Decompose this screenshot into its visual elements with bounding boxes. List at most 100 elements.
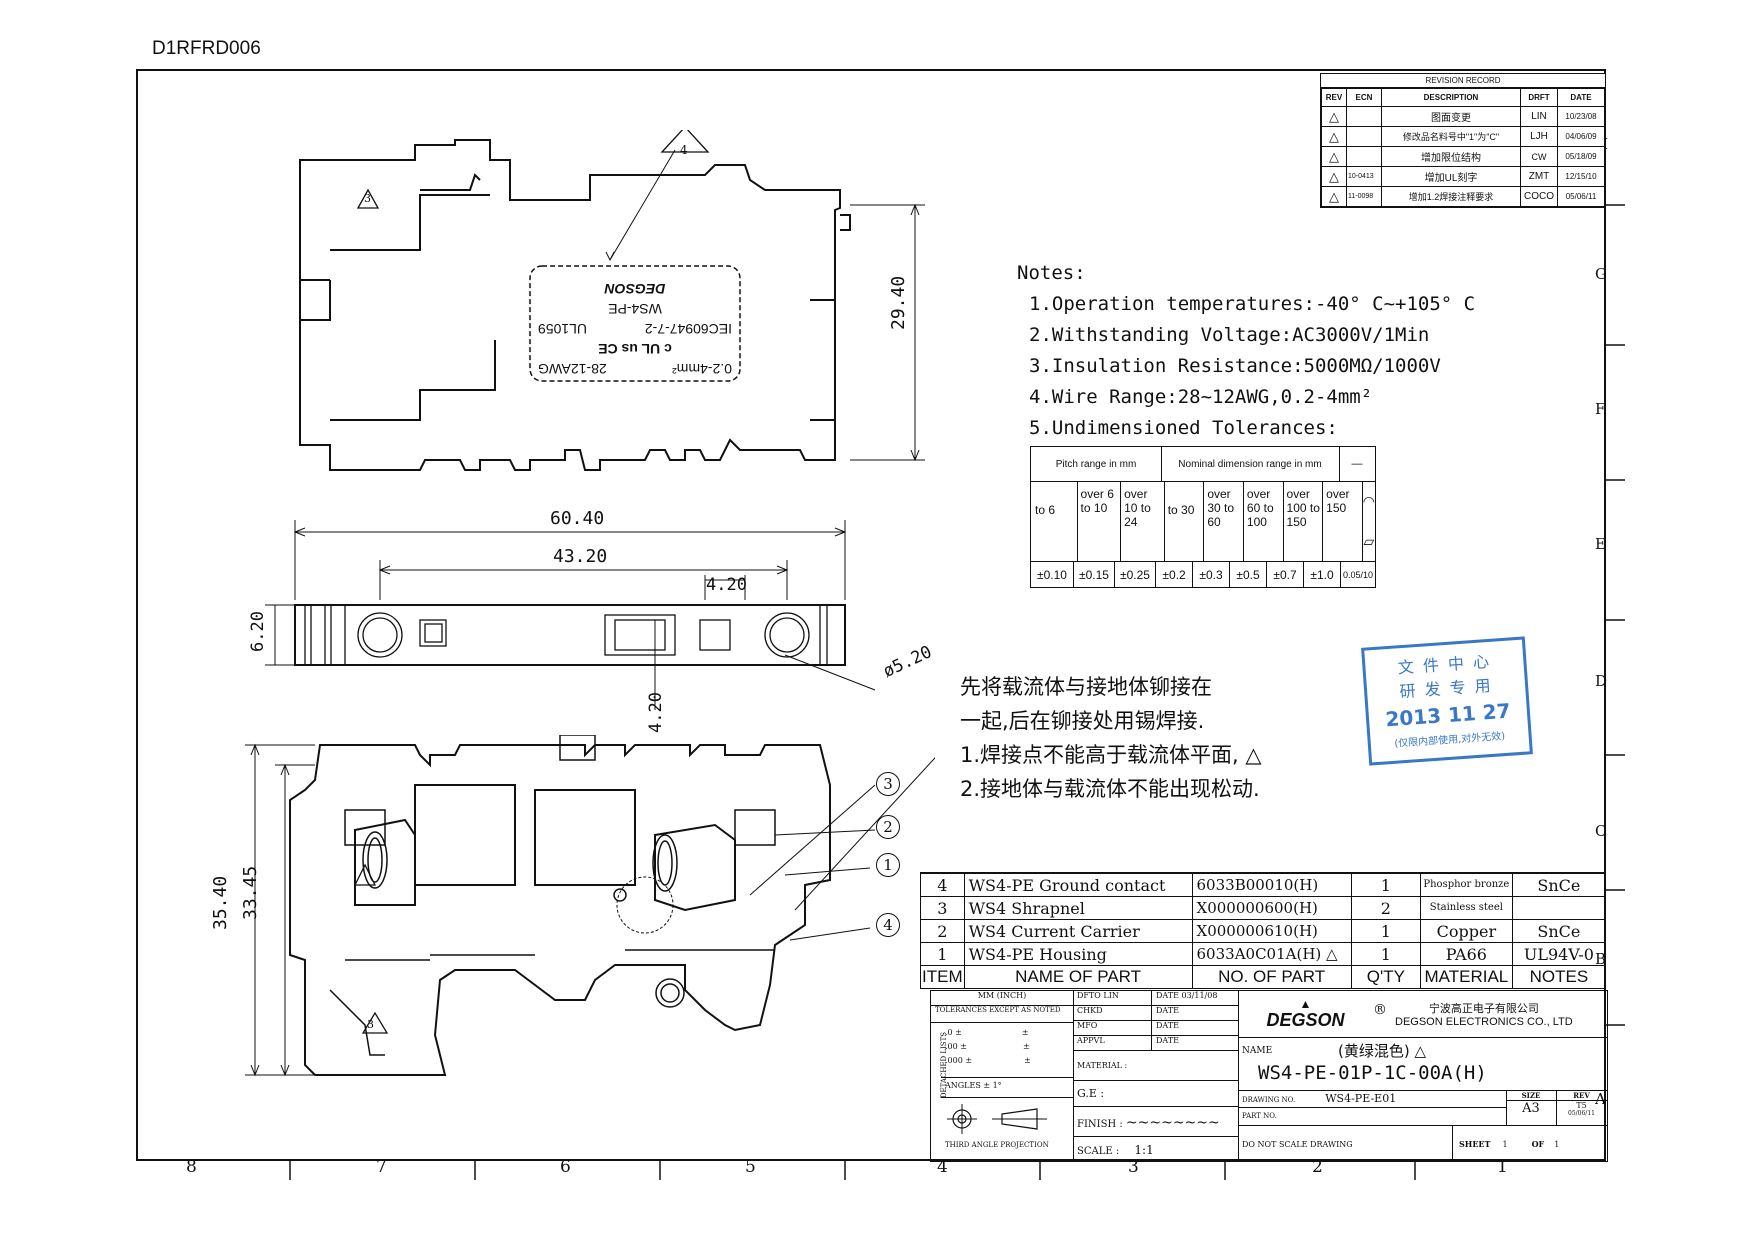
- revision-row: △ 图面变更 LIN 10/23/08: [1321, 106, 1605, 127]
- material-header: MATERIAL: [1419, 965, 1513, 989]
- revision-title: REVISION RECORD: [1321, 74, 1605, 88]
- tolerance-values: ±0.10 ±0.15 ±0.25 ±0.2 ±0.3 ±0.5 ±0.7 ±1…: [1031, 561, 1375, 588]
- top-view-drawing: [299, 130, 925, 471]
- tol-row: .0 ±±: [945, 1028, 1029, 1037]
- document-code: D1RFRD006: [152, 38, 261, 59]
- zone-number: 7: [376, 1157, 387, 1177]
- mm-inch-label: MM (INCH): [931, 991, 1073, 1006]
- rev-triangle-icon: △: [1329, 128, 1339, 144]
- label-standard: IEC60947-7-2: [644, 321, 732, 337]
- bom-row: 3 WS4 Shrapnel X000000600(H) 2 Stainless…: [920, 896, 1607, 920]
- dimension-overall-height: 35.40: [210, 875, 231, 930]
- rev-triangle-icon: △: [1329, 168, 1339, 184]
- label-wire-awg: 28-12AWG: [538, 361, 607, 377]
- projection-symbol-icon: [947, 1104, 1047, 1134]
- label-ul: UL1059: [538, 321, 588, 337]
- qty-header: Q'TY: [1350, 965, 1421, 989]
- zone-number: 5: [745, 1157, 756, 1177]
- drft-header: DRFT: [1520, 88, 1558, 107]
- of-label: OF: [1531, 1139, 1545, 1149]
- material-label: MATERIAL :: [1073, 1051, 1238, 1081]
- appvl-label: APPVL: [1073, 1036, 1152, 1050]
- dimension-pitch: 4.20: [706, 575, 747, 595]
- sheet-label: SHEET: [1459, 1139, 1491, 1149]
- item-header: ITEM: [920, 965, 965, 989]
- balloon-triangle-3: 3: [367, 1018, 374, 1031]
- zone-number: 1: [1497, 1157, 1508, 1177]
- arc-symbol-icon: ◠: [1362, 492, 1375, 509]
- notes-block: Notes: 1.Operation temperatures:-40° C~+…: [1017, 258, 1475, 444]
- signature-scribble: ~~~~~~~~: [1125, 1115, 1220, 1131]
- tolerance-ranges: to 6 over 6 to 10 over 10 to 24 to 30 ov…: [1031, 481, 1375, 561]
- of-value: 1: [1554, 1139, 1560, 1149]
- assembly-note: 先将载流体与接地体铆接在: [960, 675, 1212, 699]
- zone-letter: C: [1595, 822, 1607, 840]
- zone-number: 3: [1128, 1157, 1139, 1177]
- rev-triangle-icon: △: [1329, 148, 1339, 164]
- name-header: NAME OF PART: [963, 965, 1193, 989]
- angles-label: ANGLES ± 1°: [945, 1081, 1002, 1090]
- balloon-2: 2: [876, 815, 900, 839]
- rev-triangle-icon: △: [1326, 945, 1338, 963]
- drawing-no-value: WS4-PE-E01: [1325, 1092, 1397, 1105]
- note-item: 3.Insulation Resistance:5000MΩ/1000V: [1029, 355, 1441, 377]
- zone-letter: F: [1595, 400, 1606, 418]
- part-no-header: NO. OF PART: [1191, 965, 1352, 989]
- brand-logo: ▲ DEGSON: [1238, 998, 1373, 1031]
- parallelogram-symbol-icon: ▱: [1363, 532, 1375, 549]
- assembly-note: 1.焊接点不能高于载流体平面, △: [960, 743, 1262, 767]
- assembly-note: 2.接地体与载流体不能出现松动.: [960, 777, 1260, 801]
- rev-triangle-icon: △: [1329, 108, 1339, 124]
- dimension-width-inner: 43.20: [553, 546, 608, 567]
- bom-row: 4 WS4-PE Ground contact 6033B00010(H) 1 …: [920, 873, 1607, 897]
- revision-row: △ 10-0413 增加UL刻字 ZMT 12/15/10: [1321, 166, 1605, 187]
- balloon-triangle-3: 3: [364, 192, 371, 205]
- note-item: 1.Operation temperatures:-40° C~+105° C: [1029, 293, 1476, 315]
- name-label: NAME: [1242, 1046, 1273, 1056]
- chkd-label: CHKD: [1073, 1006, 1152, 1020]
- part-name: WS4-PE-01P-1C-00A(H): [1258, 1062, 1487, 1084]
- nominal-range-header: Nominal dimension range in mm: [1161, 447, 1340, 482]
- dimension-width-total: 60.40: [550, 508, 605, 529]
- scale-row: SCALE : 1:1: [1077, 1143, 1154, 1157]
- tol-row: .00 ±±: [945, 1042, 1030, 1051]
- zone-letter: A: [1595, 1090, 1606, 1108]
- title-block: MM (INCH) TOLERANCES EXCEPT AS NOTED DET…: [930, 990, 1608, 1162]
- ecn-header: ECN: [1346, 88, 1382, 107]
- tolerance-table: Pitch range in mm Nominal dimension rang…: [1030, 446, 1376, 588]
- do-not-scale-note: DO NOT SCALE DRAWING: [1242, 1139, 1353, 1149]
- label-brand: DEGSON: [604, 281, 666, 297]
- date-header: DATE: [1557, 88, 1605, 107]
- zone-number: 6: [560, 1157, 571, 1177]
- bill-of-materials: 4 WS4-PE Ground contact 6033B00010(H) 1 …: [920, 872, 1607, 989]
- tolerances-label: TOLERANCES EXCEPT AS NOTED: [931, 1006, 1073, 1023]
- bom-row: 2 WS4 Current Carrier X000000610(H) 1 Co…: [920, 919, 1607, 943]
- note-item: 2.Withstanding Voltage:AC3000V/1Min: [1029, 324, 1430, 346]
- flatness-header: —: [1339, 447, 1375, 482]
- rev-value: T5: [1576, 1101, 1587, 1110]
- zone-letter: G: [1595, 265, 1607, 283]
- tol-row: .000 ±±: [945, 1056, 1031, 1065]
- balloon-3: 3: [876, 772, 900, 796]
- rev-label: REV: [1556, 1091, 1607, 1101]
- dfto-value: LIN: [1103, 991, 1119, 1000]
- size-value: A3: [1522, 1101, 1540, 1116]
- part-label-text: 0.2-4mm² 28-12AWG c UL us CE IEC60947-7-…: [530, 268, 740, 383]
- mfo-label: MFO: [1073, 1021, 1152, 1035]
- logo-triangle-icon: ▲: [1299, 996, 1312, 1011]
- finish-label: FINISH : ~~~~~~~~: [1073, 1107, 1238, 1137]
- rev-header: REV: [1321, 88, 1347, 107]
- ge-label: G.E :: [1073, 1081, 1238, 1107]
- assembly-note: 一起,后在铆接处用锡焊接.: [960, 709, 1205, 733]
- drawing-no-label: DRAWING NO.: [1242, 1096, 1296, 1104]
- rev-triangle-icon: △: [1329, 188, 1339, 204]
- rev-triangle-icon: △: [1414, 1042, 1427, 1060]
- size-label: SIZE: [1506, 1091, 1556, 1101]
- dfto-label: DFTO: [1077, 991, 1101, 1000]
- bom-row: 1 WS4-PE Housing 6033A0C01A(H) △ 1 PA66 …: [920, 942, 1607, 966]
- rev-triangle-icon: △: [1245, 743, 1262, 767]
- zone-number: 2: [1312, 1157, 1323, 1177]
- dimension-height: 29.40: [888, 275, 909, 330]
- label-wire-mm: 0.2-4mm²: [672, 361, 732, 377]
